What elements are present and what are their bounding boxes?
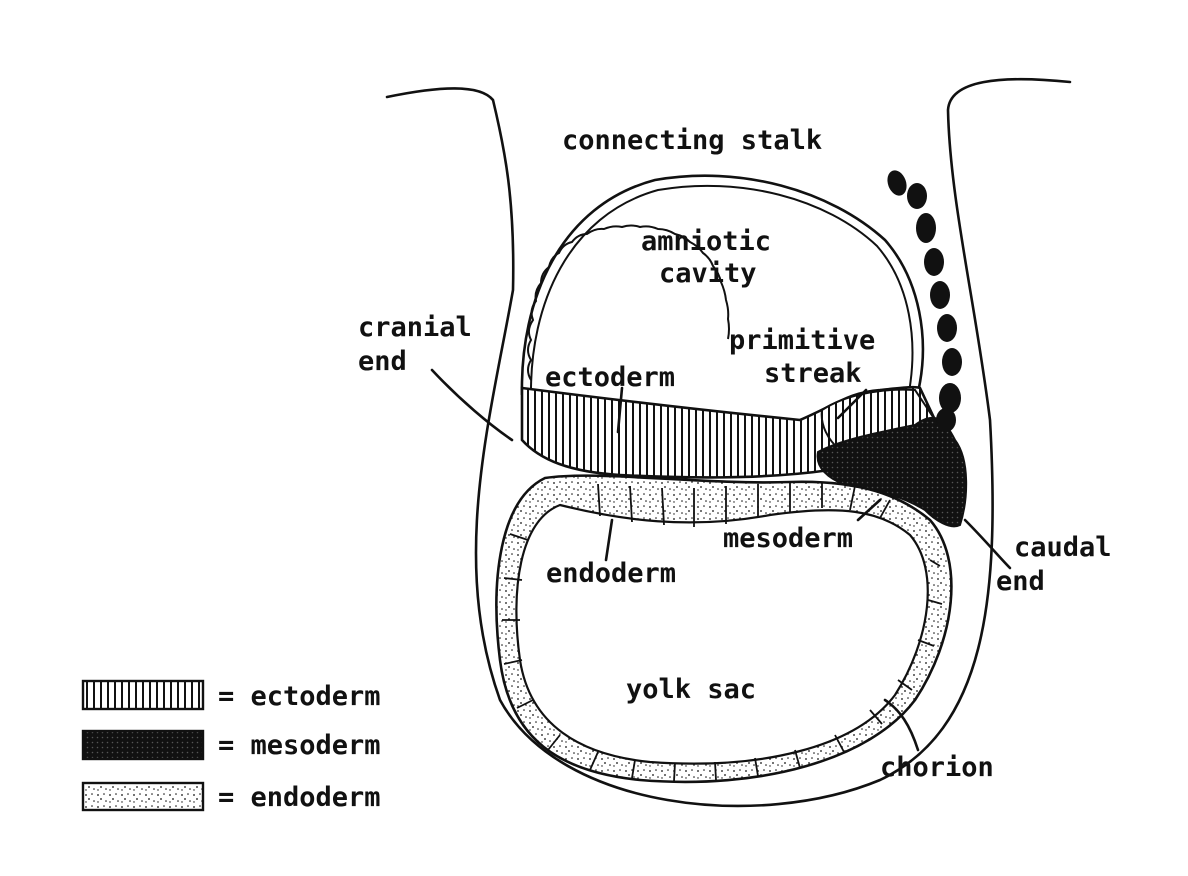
- label-caudal-end-2: end: [996, 566, 1045, 597]
- leader-lines: [430, 368, 1012, 752]
- label-chorion: chorion: [880, 752, 994, 783]
- chorion-wall: [385, 77, 1072, 808]
- label-ectoderm: ectoderm: [545, 362, 675, 393]
- mesoderm-mass: [816, 416, 968, 528]
- endoderm-cells: [502, 482, 943, 782]
- legend-text-mesoderm: = mesoderm: [218, 730, 381, 761]
- legend-text-endoderm: = endoderm: [218, 782, 381, 813]
- label-amniotic-cavity-2: cavity: [659, 258, 757, 289]
- amnion-scallops: [527, 224, 730, 381]
- connecting-stalk-mesoderm: [887, 170, 962, 432]
- label-caudal-end-1: caudal: [1014, 532, 1112, 563]
- label-yolk-sac: yolk sac: [626, 674, 756, 705]
- amnion-wall-inner: [529, 184, 914, 396]
- label-endoderm: endoderm: [546, 558, 676, 589]
- legend-swatch-mesoderm: [81, 729, 205, 761]
- label-primitive-streak-2: streak: [764, 358, 862, 389]
- legend-swatch-endoderm: [81, 781, 205, 812]
- legend-text-ectoderm: = ectoderm: [218, 681, 381, 712]
- label-primitive-streak-1: primitive: [729, 325, 875, 356]
- label-connecting-stalk: connecting stalk: [562, 125, 822, 156]
- label-amniotic-cavity-1: amniotic: [641, 226, 771, 257]
- label-mesoderm: mesoderm: [723, 523, 853, 554]
- legend-swatch-ectoderm: [81, 679, 205, 711]
- legend: = ectoderm = mesoderm = endoderm: [81, 679, 381, 813]
- label-cranial-end-2: end: [358, 346, 407, 377]
- label-cranial-end-1: cranial: [358, 312, 472, 343]
